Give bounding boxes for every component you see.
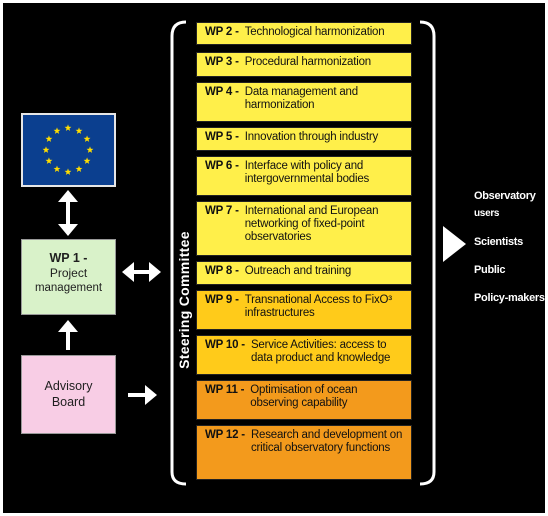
eu-wp1-double-arrow xyxy=(58,190,78,236)
work-package-number: WP 3 - xyxy=(205,56,239,68)
work-package-9: WP 9 - Transnational Access to FixO³ infr… xyxy=(196,290,412,330)
eu-star-icon xyxy=(45,135,53,142)
work-package-7: WP 7 - International and European network… xyxy=(196,201,412,256)
steering-left-bracket xyxy=(170,20,187,486)
eu-star-icon xyxy=(83,157,91,164)
eu-star-icon xyxy=(53,127,61,134)
work-package-6: WP 6 - Interface with policy and intergov… xyxy=(196,156,412,196)
work-package-title: Procedural harmonization xyxy=(244,56,371,68)
eu-star-icon xyxy=(86,146,94,153)
work-package-5: WP 5 - Innovation through industry xyxy=(196,127,412,151)
advisory-to-steering-arrow xyxy=(128,385,157,405)
work-package-title: Transnational Access to FixO³ infrastruc… xyxy=(244,294,392,319)
work-package-title: Innovation through industry xyxy=(244,131,379,143)
work-package-4: WP 4 - Data management and harmonization xyxy=(196,82,412,122)
audience-item-scientists: Scientists xyxy=(474,236,523,248)
audience-item-public: Public xyxy=(474,264,506,276)
audience-users: users xyxy=(474,208,500,219)
work-package-11: WP 11 - Optimisation of ocean observing c… xyxy=(196,380,412,420)
advisory-line2: Board xyxy=(51,395,86,409)
work-package-2: WP 2 - Technological harmonization xyxy=(196,22,412,45)
eu-star-icon xyxy=(45,157,53,164)
wp1-label-line1: Project xyxy=(49,266,88,280)
work-package-10: WP 10 - Service Activities: access to dat… xyxy=(196,335,412,375)
advisory-board-box: Advisory Board xyxy=(21,355,116,434)
work-package-number: WP 9 - xyxy=(205,294,239,306)
work-package-number: WP 10 - xyxy=(205,339,245,351)
work-package-number: WP 11 - xyxy=(205,384,245,396)
eu-star-icon xyxy=(64,168,72,175)
work-package-title: International and European networking of… xyxy=(244,205,379,243)
work-package-title: Research and development on critical obs… xyxy=(250,429,403,454)
work-package-12: WP 12 - Research and development on criti… xyxy=(196,425,412,480)
work-package-title: Outreach and training xyxy=(244,265,352,277)
audience-observatory: Observatory xyxy=(474,190,536,202)
wp1-steering-double-arrow xyxy=(122,262,161,282)
eu-star-icon xyxy=(53,165,61,172)
wp1-project-management-box: WP 1 - Project management xyxy=(21,239,116,315)
advisory-to-wp1-arrow xyxy=(58,320,78,350)
wp1-label-line2: management xyxy=(34,282,103,294)
work-package-title: Technological harmonization xyxy=(244,26,385,38)
work-package-title: Data management and harmonization xyxy=(244,86,358,111)
work-package-number: WP 4 - xyxy=(205,86,239,98)
eu-star-icon xyxy=(83,135,91,142)
eu-flag xyxy=(21,113,116,187)
eu-flag-icon xyxy=(42,124,94,175)
work-packages-right-bracket xyxy=(419,20,436,486)
work-package-8: WP 8 - Outreach and training xyxy=(196,261,412,285)
advisory-line1: Advisory xyxy=(44,379,93,393)
steering-committee-label: Steering Committee xyxy=(176,231,192,369)
work-package-title: Service Activities: access to data produ… xyxy=(250,339,391,364)
work-package-number: WP 6 - xyxy=(205,160,239,172)
eu-star-icon xyxy=(42,146,50,153)
work-package-3: WP 3 - Procedural harmonization xyxy=(196,52,412,77)
audience-item-policy-makers: Policy-makers xyxy=(474,292,545,304)
work-package-number: WP 5 - xyxy=(205,131,239,143)
work-package-number: WP 8 - xyxy=(205,265,239,277)
work-package-number: WP 7 - xyxy=(205,205,239,217)
work-package-title: Interface with policy and intergovernmen… xyxy=(244,160,370,185)
eu-star-icon xyxy=(75,165,83,172)
work-package-number: WP 12 - xyxy=(205,429,245,441)
audience-arrow-icon xyxy=(443,226,466,262)
eu-star-icon xyxy=(75,127,83,134)
work-package-title: Optimisation of ocean observing capabili… xyxy=(250,384,358,409)
eu-star-icon xyxy=(64,124,72,131)
wp1-number: WP 1 - xyxy=(49,251,88,265)
work-package-number: WP 2 - xyxy=(205,26,239,38)
